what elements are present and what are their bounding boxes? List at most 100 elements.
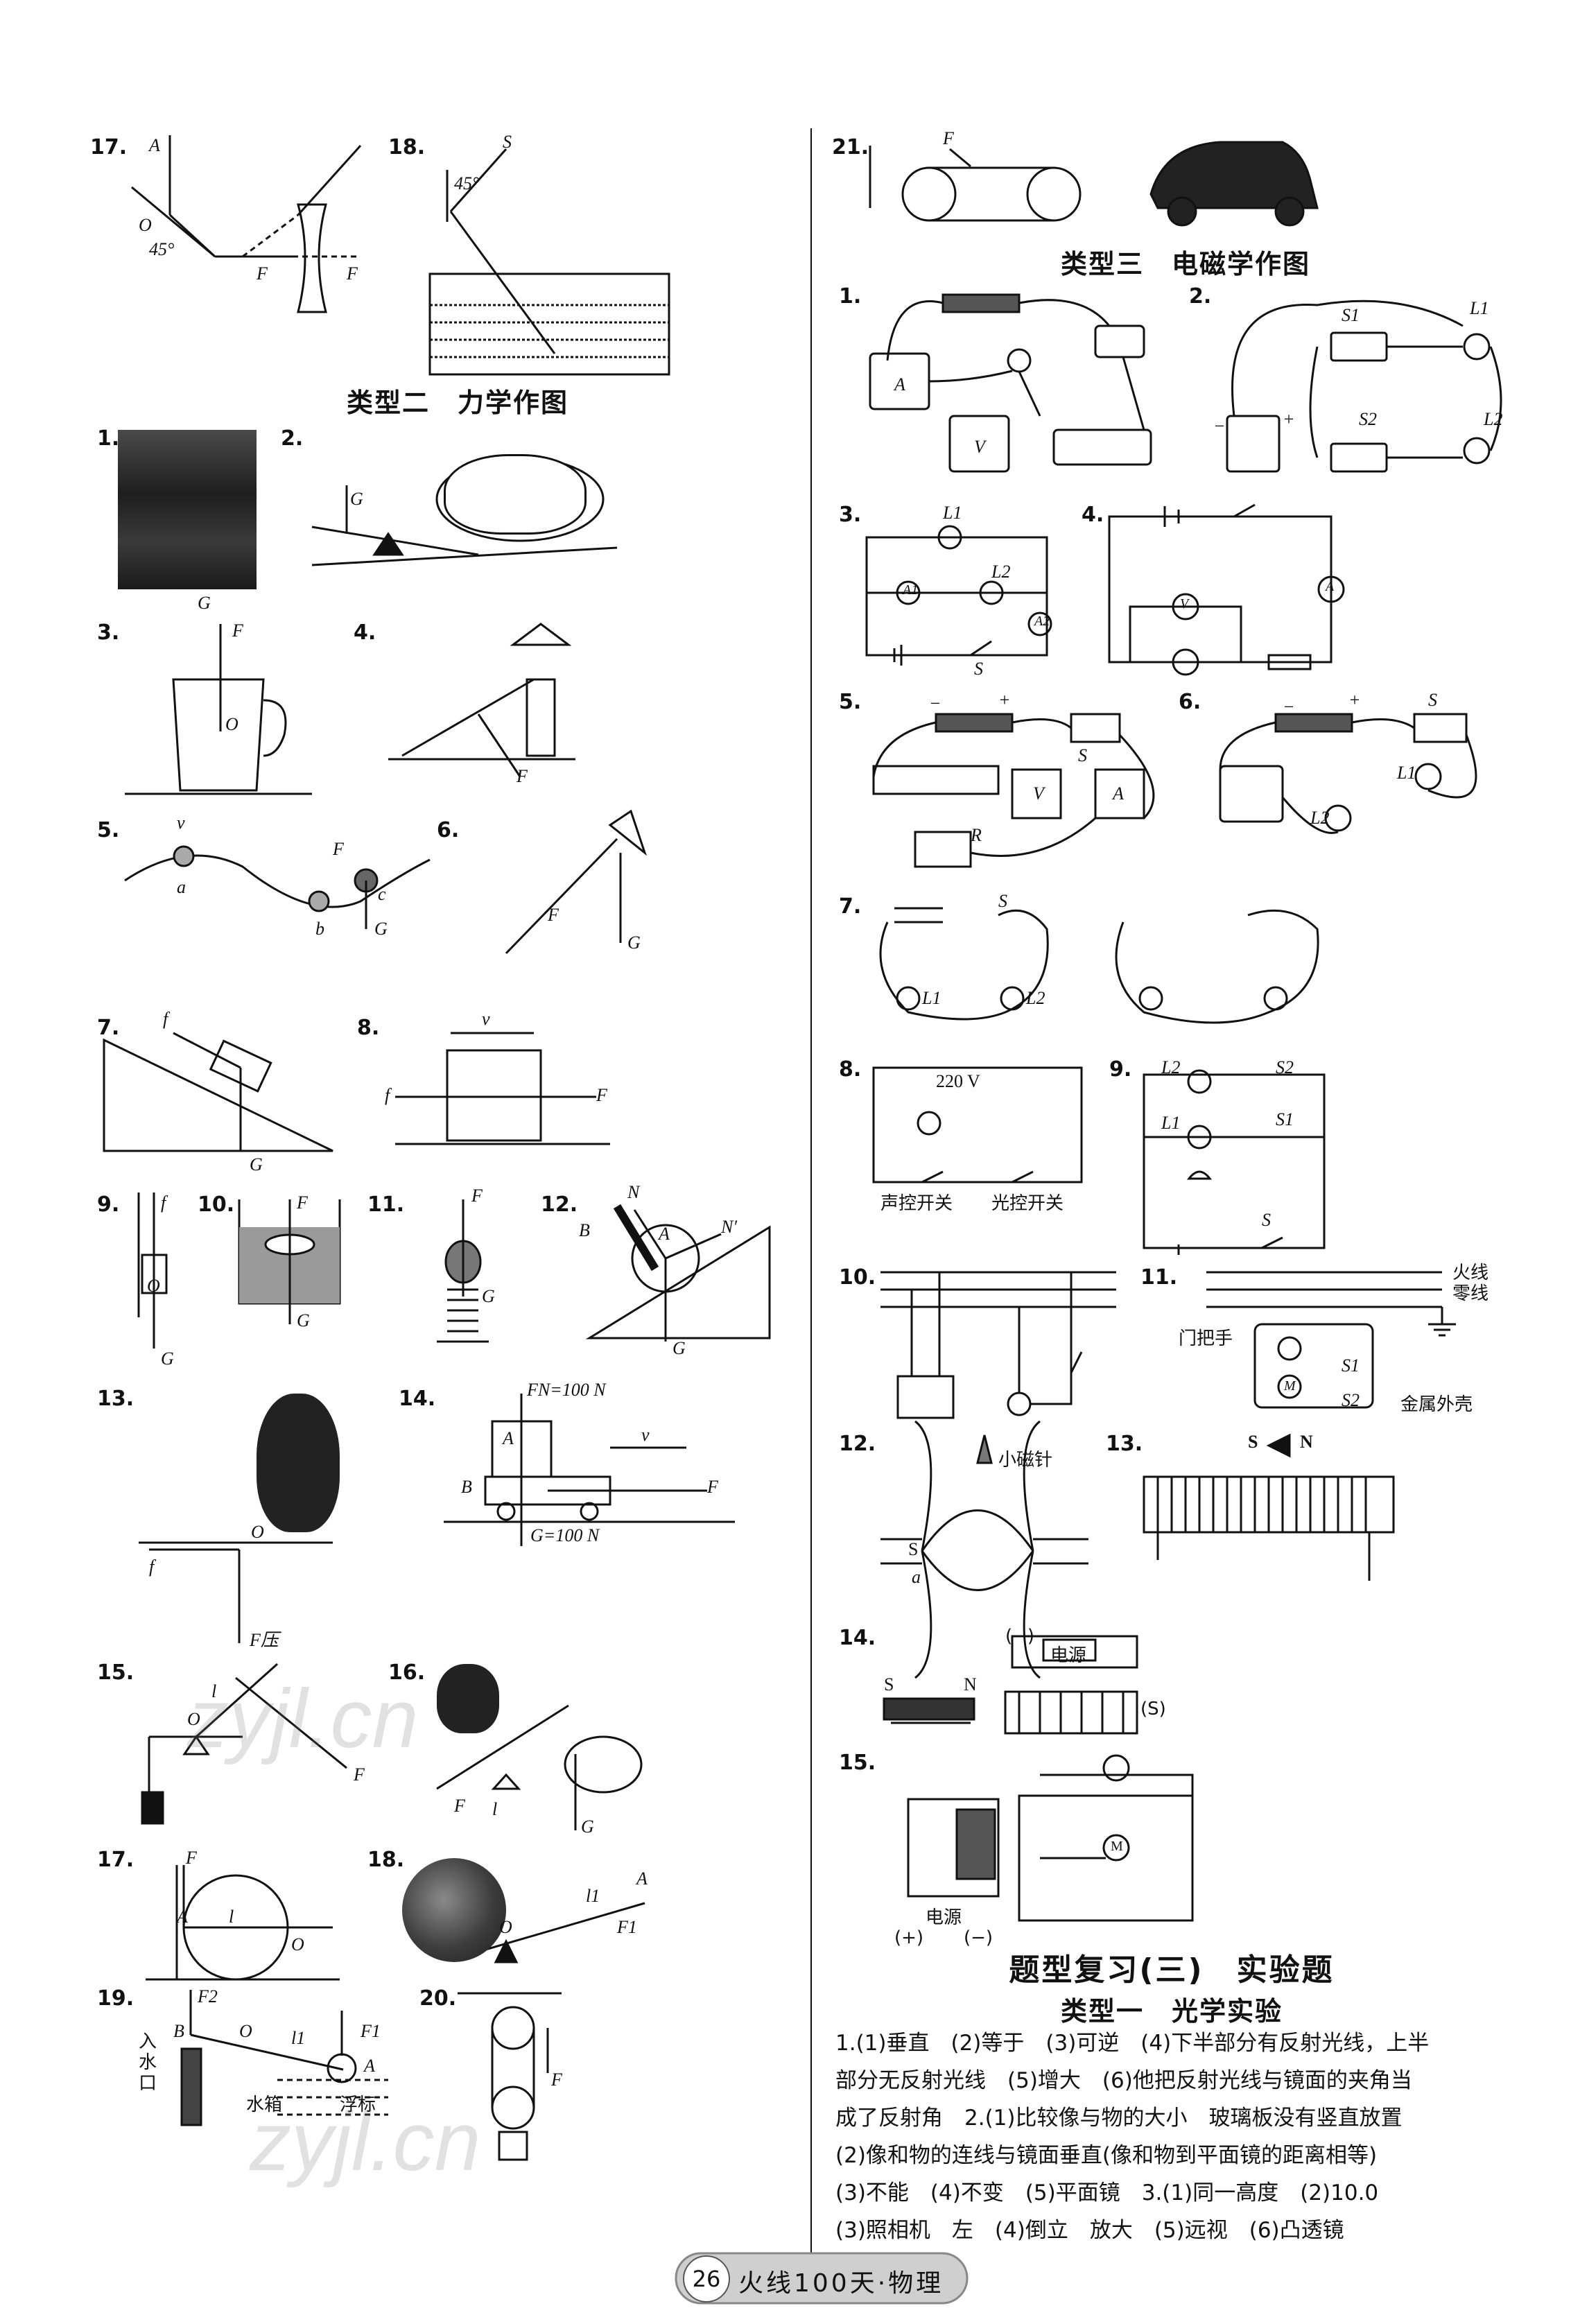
label-neutral-wire: 零线 bbox=[1452, 1283, 1489, 1304]
item-number: 18. bbox=[367, 1848, 405, 1872]
label-s1: S1 bbox=[1342, 305, 1360, 325]
diagram-m17 bbox=[146, 1865, 340, 1981]
label-v: v bbox=[482, 1009, 490, 1029]
label-g: G bbox=[350, 489, 363, 509]
item-number: 8. bbox=[839, 1057, 862, 1082]
label-l1: L1 bbox=[922, 988, 941, 1008]
label-l: l bbox=[492, 1799, 498, 1819]
diagram-m10 bbox=[238, 1199, 341, 1324]
label-b: B bbox=[173, 2021, 184, 2041]
label-f: F bbox=[471, 1186, 483, 1206]
item-number: 7. bbox=[839, 894, 862, 919]
answer-line: (3)照相机 左 (4)倒立 放大 (5)远视 (6)凸透镜 bbox=[835, 2218, 1344, 2243]
item-number: 4. bbox=[1082, 503, 1104, 527]
label-s1: S1 bbox=[1276, 1109, 1294, 1129]
answer-line: 部分无反射光线 (5)增大 (6)他把反射光线与镜面的夹角当 bbox=[835, 2068, 1412, 2093]
label-a: A bbox=[503, 1428, 514, 1448]
label-g: G bbox=[297, 1310, 310, 1330]
label-o: O bbox=[147, 1276, 160, 1296]
label-m: M bbox=[1284, 1378, 1296, 1394]
item-number: 8. bbox=[357, 1016, 380, 1040]
label-g: G bbox=[250, 1154, 263, 1174]
label-s1: S1 bbox=[1342, 1355, 1360, 1376]
runner-figure bbox=[257, 1394, 340, 1532]
item-number: 16. bbox=[388, 1660, 426, 1685]
label-a: A bbox=[1113, 783, 1124, 804]
label-o: O bbox=[187, 1709, 200, 1729]
item-number: 7. bbox=[97, 1016, 120, 1040]
label-a: A bbox=[177, 1907, 188, 1927]
label-a: A bbox=[364, 2056, 375, 2076]
label-s-paren: (S) bbox=[1140, 1699, 1166, 1719]
label-g: G bbox=[581, 1816, 594, 1837]
diagram-e13 bbox=[1143, 1433, 1395, 1581]
item-number: 20. bbox=[419, 1986, 457, 2011]
page-number: 26 bbox=[683, 2255, 730, 2303]
book-title: 火线100天·物理 bbox=[738, 2269, 944, 2298]
label-voltage: 220 V bbox=[936, 1071, 980, 1091]
label-s: S bbox=[998, 891, 1007, 911]
label-light-switch: 光控开关 bbox=[991, 1193, 1064, 1214]
label-minus: − bbox=[1283, 697, 1295, 717]
label-b: b bbox=[315, 919, 324, 939]
label-v: v bbox=[177, 813, 185, 833]
label-f1: F1 bbox=[617, 1917, 637, 1937]
item-number: 14. bbox=[399, 1387, 436, 1411]
label-a: a bbox=[912, 1567, 921, 1587]
item-number: 9. bbox=[1109, 1057, 1132, 1082]
label-live-wire: 火线 bbox=[1452, 1263, 1489, 1283]
label-water-inlet: 入水口 bbox=[139, 2031, 157, 2094]
footer-badge-art bbox=[675, 2252, 969, 2305]
label-a2: A2 bbox=[1034, 614, 1050, 629]
label-n: N bbox=[627, 1182, 640, 1202]
label-a1: A1 bbox=[903, 582, 919, 598]
label-l2: L2 bbox=[991, 562, 1011, 582]
diagram-e1 bbox=[869, 293, 1152, 473]
label-b: B bbox=[461, 1477, 472, 1497]
label-l2: L2 bbox=[1026, 988, 1045, 1008]
diagram-e3 bbox=[865, 525, 1052, 666]
label-f: F bbox=[596, 1085, 607, 1105]
label-sound-switch: 声控开关 bbox=[880, 1193, 953, 1214]
label-f: f bbox=[163, 1009, 168, 1029]
label-s: S bbox=[503, 132, 512, 152]
label-f: F bbox=[186, 1848, 197, 1868]
diagram-e4 bbox=[1108, 503, 1345, 676]
label-s: S bbox=[908, 1539, 919, 1559]
diagram-m14 bbox=[444, 1394, 735, 1546]
label-v: V bbox=[1033, 783, 1044, 804]
label-s2: S2 bbox=[1342, 1390, 1360, 1410]
label-s: S bbox=[1262, 1210, 1271, 1230]
label-f: F bbox=[297, 1193, 308, 1213]
diagram-m5 bbox=[124, 845, 431, 929]
item-number: 10. bbox=[839, 1265, 876, 1290]
label-f: F bbox=[354, 1764, 365, 1785]
label-water-tank: 水箱 bbox=[246, 2095, 283, 2115]
label-s: S bbox=[1428, 690, 1437, 710]
diagram-m13 bbox=[139, 1541, 333, 1643]
label-l1: L1 bbox=[943, 503, 962, 523]
diagram-m6 bbox=[505, 809, 648, 955]
item-number: 5. bbox=[97, 818, 120, 842]
label-s: S bbox=[974, 659, 983, 679]
item-number: 18. bbox=[388, 135, 426, 159]
label-o: O bbox=[239, 2021, 252, 2041]
item-number: 12. bbox=[541, 1193, 578, 1217]
diagram-m18 bbox=[478, 1902, 645, 1963]
item-number: 13. bbox=[97, 1387, 134, 1411]
label-positive: (+) bbox=[894, 1927, 924, 1948]
diagram-r21 bbox=[869, 141, 1319, 227]
item-number: 3. bbox=[839, 503, 862, 527]
label-o: O bbox=[251, 1522, 264, 1542]
diagram-m8 bbox=[395, 1032, 610, 1145]
label-v: V bbox=[974, 437, 985, 457]
label-plus: + bbox=[1348, 690, 1361, 710]
label-negative: (−) bbox=[1005, 1626, 1035, 1647]
item-number: 11. bbox=[1140, 1265, 1178, 1290]
label-s: S bbox=[884, 1674, 894, 1694]
diagram-m9 bbox=[137, 1193, 168, 1349]
diagram-m15 bbox=[141, 1663, 347, 1825]
diagram-m11 bbox=[437, 1199, 489, 1343]
label-a: A bbox=[149, 135, 160, 155]
review-subtitle: 类型一 光学实验 bbox=[1060, 1996, 1283, 2027]
